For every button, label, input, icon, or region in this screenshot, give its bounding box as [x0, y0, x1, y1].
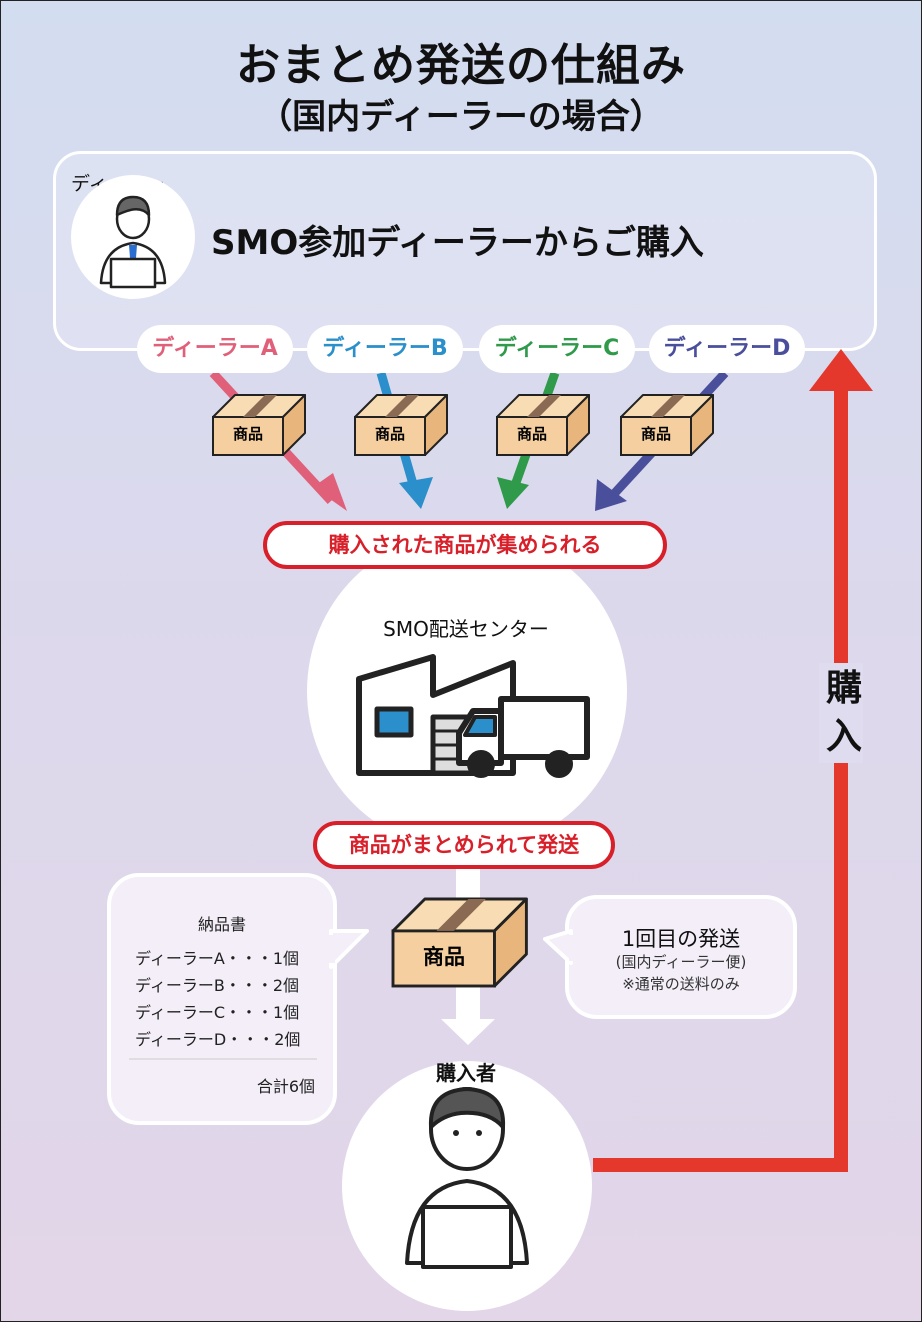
- buyer-label: 購入者: [436, 1061, 496, 1085]
- box-label-c: 商品: [516, 425, 547, 443]
- shipment-title: 1回目の発送: [621, 927, 741, 951]
- invoice-total: 合計6個: [256, 1077, 315, 1096]
- dealer-person-icon: [99, 195, 167, 289]
- buyer-person-icon: [405, 1087, 529, 1269]
- arrow-head-a: [313, 473, 347, 511]
- collected-caption: 購入された商品が集められる: [263, 521, 667, 569]
- arrow-head-d: [595, 479, 627, 511]
- page-subtitle: （国内ディーラーの場合）: [258, 97, 664, 137]
- invoice-line-d: ディーラーD・・・2個: [135, 1030, 301, 1049]
- invoice-line-b: ディーラーB・・・2個: [135, 976, 300, 995]
- combined-box-label: 商品: [423, 945, 465, 969]
- center-name: SMO配送センター: [383, 617, 549, 641]
- box-label-b: 商品: [374, 425, 405, 443]
- invoice-line-c: ディーラーC・・・1個: [135, 1003, 300, 1022]
- shipment-note: ※通常の送料のみ: [622, 975, 740, 993]
- shipment-note-bubble: [543, 895, 797, 1019]
- truck-icon: [456, 696, 590, 778]
- purchase-loop-arrow: [593, 349, 873, 1172]
- dealer-pill-b: ディーラーB: [307, 325, 463, 373]
- box-label-d: 商品: [640, 425, 671, 443]
- page-title: おまとめ発送の仕組み: [236, 40, 686, 91]
- shipment-sub: (国内ディーラー便): [615, 953, 747, 971]
- dealer-pill-d: ディーラーD: [649, 325, 805, 373]
- arrow-head-b: [399, 477, 433, 509]
- invoice-title: 納品書: [197, 915, 246, 934]
- purchase-label: 購入: [825, 668, 862, 757]
- invoice-bubble: [107, 873, 369, 1125]
- shipped-caption: 商品がまとめられて発送: [313, 821, 615, 869]
- box-label-a: 商品: [232, 425, 263, 443]
- dealer-headline: SMO参加ディーラーからご購入: [211, 223, 704, 263]
- invoice-line-a: ディーラーA・・・1個: [135, 949, 300, 968]
- dealer-pill-c: ディーラーC: [479, 325, 635, 373]
- arrow-head-c: [497, 477, 529, 509]
- dealer-pill-a: ディーラーA: [137, 325, 293, 373]
